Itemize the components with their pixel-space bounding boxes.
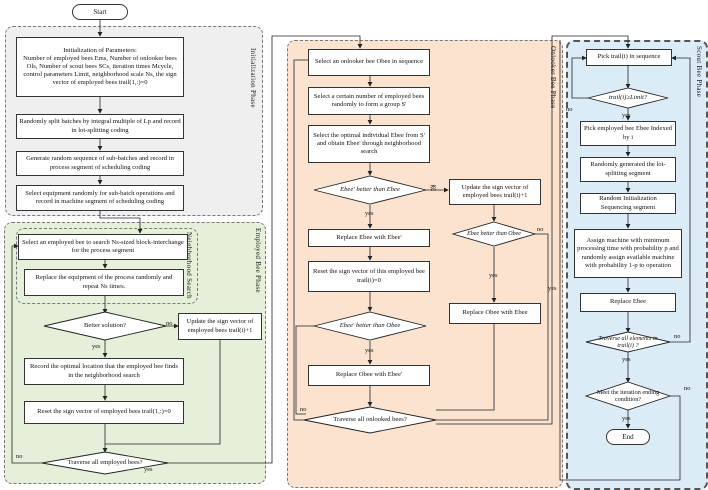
- assign-machine-box: Assign machine with minimum processing t…: [574, 229, 682, 278]
- edge-label-yes: yes: [548, 285, 557, 292]
- edge-label-no: no: [16, 453, 23, 460]
- replace-obee1-box: Replace Obee with Ebee': [308, 365, 430, 386]
- meet-condition-diamond: [584, 381, 672, 411]
- cmp3-diamond: [451, 221, 537, 247]
- onlooker-update-sign-box: Update the sign vector of employed bees …: [449, 179, 541, 205]
- sequencing-box: Random Initialization Sequencing segment: [580, 193, 676, 214]
- traverse-onlooker-diamond: [303, 406, 437, 434]
- employed-reset-box: Reset the sign vector of employed bees t…: [24, 401, 184, 424]
- onlooker-group-box: Select a certain number of employed bees…: [308, 87, 430, 115]
- pick-employed-box: Pick employed bee Ebee Indexed by i: [580, 121, 676, 146]
- init-equip-box: Select equipment randomly for sub-batch …: [16, 185, 184, 211]
- cmp1-label: Ebee' better than Ebee: [340, 186, 400, 194]
- edge-label-yes: yes: [622, 112, 631, 119]
- init-params-box: Initialization of Parameters: Number of …: [16, 37, 184, 97]
- edge-label-yes: yes: [144, 466, 153, 473]
- meet-condition-label: Meet the iteration ending condition?: [596, 388, 660, 403]
- better-solution-diamond: [43, 311, 167, 341]
- onlooker-reset-box: Reset the sign vector of this employed b…: [308, 261, 430, 292]
- better-solution-label: Better solution?: [84, 322, 126, 330]
- edge-label-no: no: [566, 106, 573, 113]
- traverse-elements-diamond: [585, 331, 671, 353]
- edge-label-no: no: [684, 385, 691, 392]
- edge-label-yes: yes: [622, 356, 631, 363]
- employed-select-box: Select an employed bee to search Ns-size…: [18, 234, 188, 260]
- edge-label-no: no: [166, 320, 173, 327]
- traverse-employed-label: Traverse all employed bees?: [67, 459, 143, 467]
- employed-record-box: Record the optimal location that the emp…: [24, 358, 184, 385]
- employed-update-sign-box: Update the sign vector of employed bees …: [178, 313, 262, 340]
- edge-label-yes: yes: [92, 343, 101, 350]
- edge-label-yes: yes: [365, 210, 374, 217]
- cmp1-diamond: [313, 175, 427, 205]
- employed-replace-equip-box: Replace the equipment of the process ran…: [24, 269, 184, 296]
- onlooker-optimal-box: Select the optimal individual Ebee from …: [308, 125, 430, 163]
- init-seq-box: Generate random sequence of sub-batches …: [16, 151, 184, 176]
- init-split-box: Randomly split batches by integral multi…: [16, 114, 184, 139]
- edge-label-yes: yes: [489, 272, 498, 279]
- pick-trail-box: Pick trail(i) in sequence: [586, 49, 672, 66]
- edge-label-yes: yes: [365, 347, 374, 354]
- replace-ebee-box: Replace Ebee with Ebee': [308, 229, 430, 247]
- onlooker-select-box: Select an onlooker bee Obee in sequence: [308, 49, 430, 76]
- edge-label-no: no: [674, 333, 681, 340]
- edge-label-no: no: [537, 226, 544, 233]
- edge-label-no: no: [300, 406, 307, 413]
- replace-ebee-scout-box: Replace Ebee: [580, 293, 676, 312]
- traverse-onlooker-label: Traverse all onlooked bees?: [333, 416, 407, 424]
- cmp2-label: Ebee' better than Obee: [339, 322, 401, 330]
- traverse-elements-label: Traverse all elements in trail(i) ?: [598, 334, 658, 349]
- edge-label-yes: yes: [622, 415, 631, 422]
- traverse-employed-diamond: [41, 451, 169, 475]
- limit-diamond: [587, 87, 669, 109]
- cmp3-label: Ebee better than Obee: [467, 230, 521, 237]
- lot-splitting-box: Randomly generated the lot-splitting seg…: [580, 157, 676, 182]
- replace-obee2-box: Replace Obee with Ebee: [449, 303, 541, 324]
- limit-label: trail(i)≥Limit?: [608, 94, 648, 102]
- edge-label-fou: 否: [430, 185, 437, 192]
- end-terminal: End: [606, 429, 650, 445]
- cmp2-diamond: [313, 311, 427, 341]
- start-terminal: Start: [72, 4, 128, 20]
